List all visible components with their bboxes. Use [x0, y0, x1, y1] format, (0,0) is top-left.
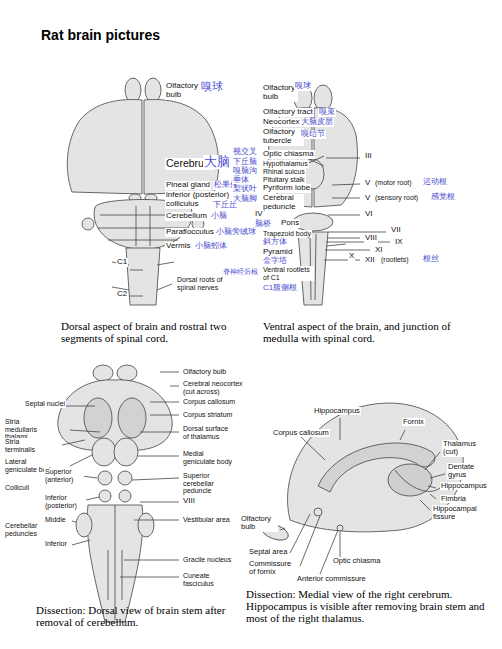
structure-label: Colliculi	[4, 484, 30, 492]
structure-label: Dentate gyrus	[447, 463, 483, 480]
structure-label: VIII	[182, 497, 196, 506]
structure-label: V	[364, 194, 371, 203]
chinese-label: 下丘脑	[232, 158, 258, 166]
structure-label: V	[364, 179, 371, 188]
structure-label: XI	[374, 246, 384, 255]
structure-label: IV	[254, 210, 264, 219]
chinese-label: 斜方体	[262, 238, 288, 247]
structure-label: III	[364, 152, 373, 161]
structure-label: Fimbria	[440, 495, 467, 503]
structure-label: Corpus callosum	[272, 429, 330, 437]
structure-label: Pyriform lobe	[262, 184, 311, 193]
structure-label: Trapezoid body	[262, 230, 312, 238]
chinese-label: 嗅束	[318, 108, 336, 117]
structure-label: VII	[390, 226, 402, 235]
chinese-label: 金字塔	[262, 257, 288, 266]
figure-caption: Dissection: Dorsal view of brain stem af…	[35, 604, 237, 628]
chinese-label: 嗅结节	[300, 130, 326, 139]
structure-label: Optic chiasma	[262, 150, 315, 159]
structure-label: Pyramid	[262, 248, 293, 257]
structure-label: Corpus callosum	[182, 398, 236, 406]
structure-label: Septal nuclei	[24, 400, 66, 408]
structure-label: Olfactory bulb	[182, 368, 227, 376]
chinese-label: 梨状叶	[232, 185, 258, 193]
structure-label: Pineal gland	[165, 181, 211, 190]
structure-label: C2	[116, 290, 128, 299]
structure-label: Fornix	[402, 418, 425, 426]
chinese-label: 视交叉	[232, 148, 258, 156]
structure-label: Pituitary stalk	[262, 176, 306, 184]
structure-label: Cerebellar peduncles	[4, 522, 46, 537]
chinese-label: 小脑	[210, 212, 228, 221]
structure-label: Olfactory bulb	[240, 515, 278, 532]
structure-label: Paraflocculus	[165, 228, 215, 237]
structure-label: C1	[116, 258, 128, 267]
structure-label: Medial geniculate body	[182, 450, 234, 465]
chinese-label: 脑桥	[254, 220, 272, 229]
structure-label: Dorsal surface of thalamus	[182, 425, 234, 440]
structure-label: Olfactory tubercle	[262, 128, 304, 146]
chinese-label: 垂体	[232, 176, 250, 184]
structure-label: VIII	[364, 234, 378, 243]
figure-caption: Dissection: Medial view of the right cer…	[245, 588, 487, 624]
structure-label: Pons	[280, 219, 300, 228]
structure-label: (motor root)	[374, 179, 413, 187]
chinese-label: 感觉根	[430, 193, 456, 202]
structure-label: Cerebral neocortex (cut across)	[182, 380, 246, 395]
structure-label: Thalamus (cut)	[442, 440, 476, 457]
chinese-label: 嗅球	[294, 82, 312, 91]
structure-label: Rhinal sulcus	[262, 168, 306, 176]
structure-label: Olfactory bulb	[262, 84, 298, 102]
structure-label: (rootlets)	[380, 256, 410, 264]
structure-label: Hippocampus	[313, 407, 361, 415]
chinese-label: 大脑皮层	[300, 118, 334, 127]
structure-label: Corpus striatum	[182, 411, 233, 419]
structure-label: Vermis	[165, 242, 191, 251]
structure-label: Commissure of fornix	[248, 560, 292, 577]
structure-label: Inferior (posterior)	[44, 494, 86, 509]
page-title: Rat brain pictures	[40, 28, 161, 43]
structure-label: Stria terminalis	[4, 438, 46, 453]
chinese-label: 嗅脑沟	[232, 167, 258, 175]
structure-label: Optic chiasma	[332, 557, 382, 565]
chinese-label: 小脑旁绒球	[215, 228, 257, 237]
structure-label: Septal area	[248, 548, 288, 556]
structure-label: Dorsal roots of spinal nerves	[176, 276, 238, 291]
structure-label: Vestibular area	[182, 516, 231, 524]
chinese-label: 大脑脚	[232, 195, 258, 203]
structure-label: Superior cerebellar peduncle	[182, 472, 234, 495]
chinese-label: C1腹侧根	[262, 284, 298, 293]
structure-label: Cerebellum	[165, 212, 208, 221]
structure-label: Hypothalamus	[262, 160, 309, 168]
structure-label: Inferior	[44, 540, 68, 548]
structure-label: (sensory root)	[374, 194, 419, 202]
structure-label: Cuneate fasciculus	[182, 572, 228, 587]
figure-caption: Ventral aspect of the brain, and junctio…	[262, 320, 489, 344]
structure-label: VI	[364, 210, 374, 219]
chinese-label: 小脑蚓体	[194, 242, 228, 251]
structure-label: Superior (anterior)	[44, 468, 84, 483]
structure-label: Hippocampal fissure	[432, 505, 480, 522]
structure-label: Neocortex	[262, 118, 300, 127]
structure-label: Anterior commissure	[296, 575, 367, 583]
structure-label: XII	[364, 256, 376, 265]
structure-label: Ventral rootlets of C1	[262, 266, 314, 281]
chinese-label: 脊神经后根	[222, 268, 259, 276]
structure-label: Middle	[44, 516, 67, 524]
figure-caption: Dorsal aspect of brain and rostral two s…	[60, 320, 262, 344]
structure-label: Olfactory tract	[262, 108, 314, 117]
structure-label: IX	[394, 238, 404, 247]
chinese-label: 嗅球	[200, 80, 224, 92]
chinese-label: 大脑	[203, 155, 231, 169]
structure-label: Gracile nucleus	[182, 556, 232, 564]
structure-label: Cerebral peduncle	[262, 194, 304, 212]
chinese-label: 根丝	[422, 255, 440, 264]
chinese-label: 运动根	[422, 178, 448, 187]
structure-label: Hippocampus	[440, 482, 488, 490]
structure-label: X	[348, 252, 355, 261]
